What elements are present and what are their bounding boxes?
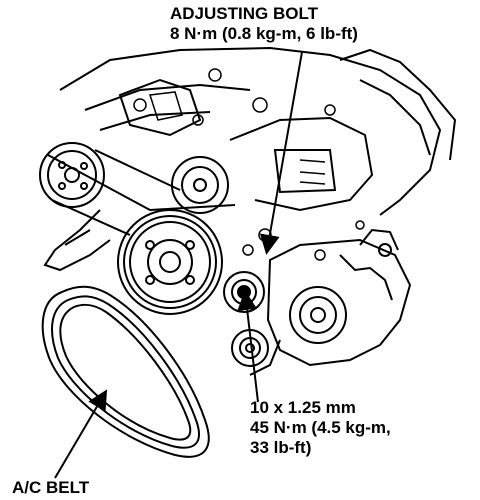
- idler-pulley: [39, 142, 105, 208]
- tensioner-pulley: [223, 271, 265, 313]
- mount-bolt-arrow: [237, 290, 259, 403]
- mount-bolt-size: 10 x 1.25 mm: [250, 398, 356, 417]
- drive-belt: [47, 149, 236, 236]
- ac-belt: [41, 285, 210, 458]
- adjusting-bolt-torque: 8 N·m (0.8 kg-m, 6 lb-ft): [170, 24, 358, 43]
- mount-bolt-torque-line1: 45 N·m (4.5 kg-m,: [250, 418, 391, 437]
- ac-compressor: [249, 228, 412, 376]
- adjusting-bolt-label: ADJUSTING BOLT 8 N·m (0.8 kg-m, 6 lb-ft): [170, 4, 358, 44]
- adjusting-bolt-arrow: [259, 51, 303, 255]
- ac-belt-name: A/C BELT: [12, 478, 90, 497]
- engine-block: [43, 46, 457, 272]
- mount-bolt-label: 10 x 1.25 mm 45 N·m (4.5 kg-m, 33 lb-ft): [250, 398, 391, 458]
- ac-belt-label: A/C BELT: [12, 478, 89, 498]
- adjusting-bolt-title: ADJUSTING BOLT: [170, 4, 318, 23]
- belt-arrow: [54, 389, 108, 479]
- leader-lines: [54, 51, 303, 479]
- mid-pulley: [171, 156, 229, 214]
- engine-details: [133, 68, 365, 261]
- mount-bolt-torque-line2: 33 lb-ft): [250, 438, 312, 457]
- crankshaft-pulley: [117, 209, 223, 315]
